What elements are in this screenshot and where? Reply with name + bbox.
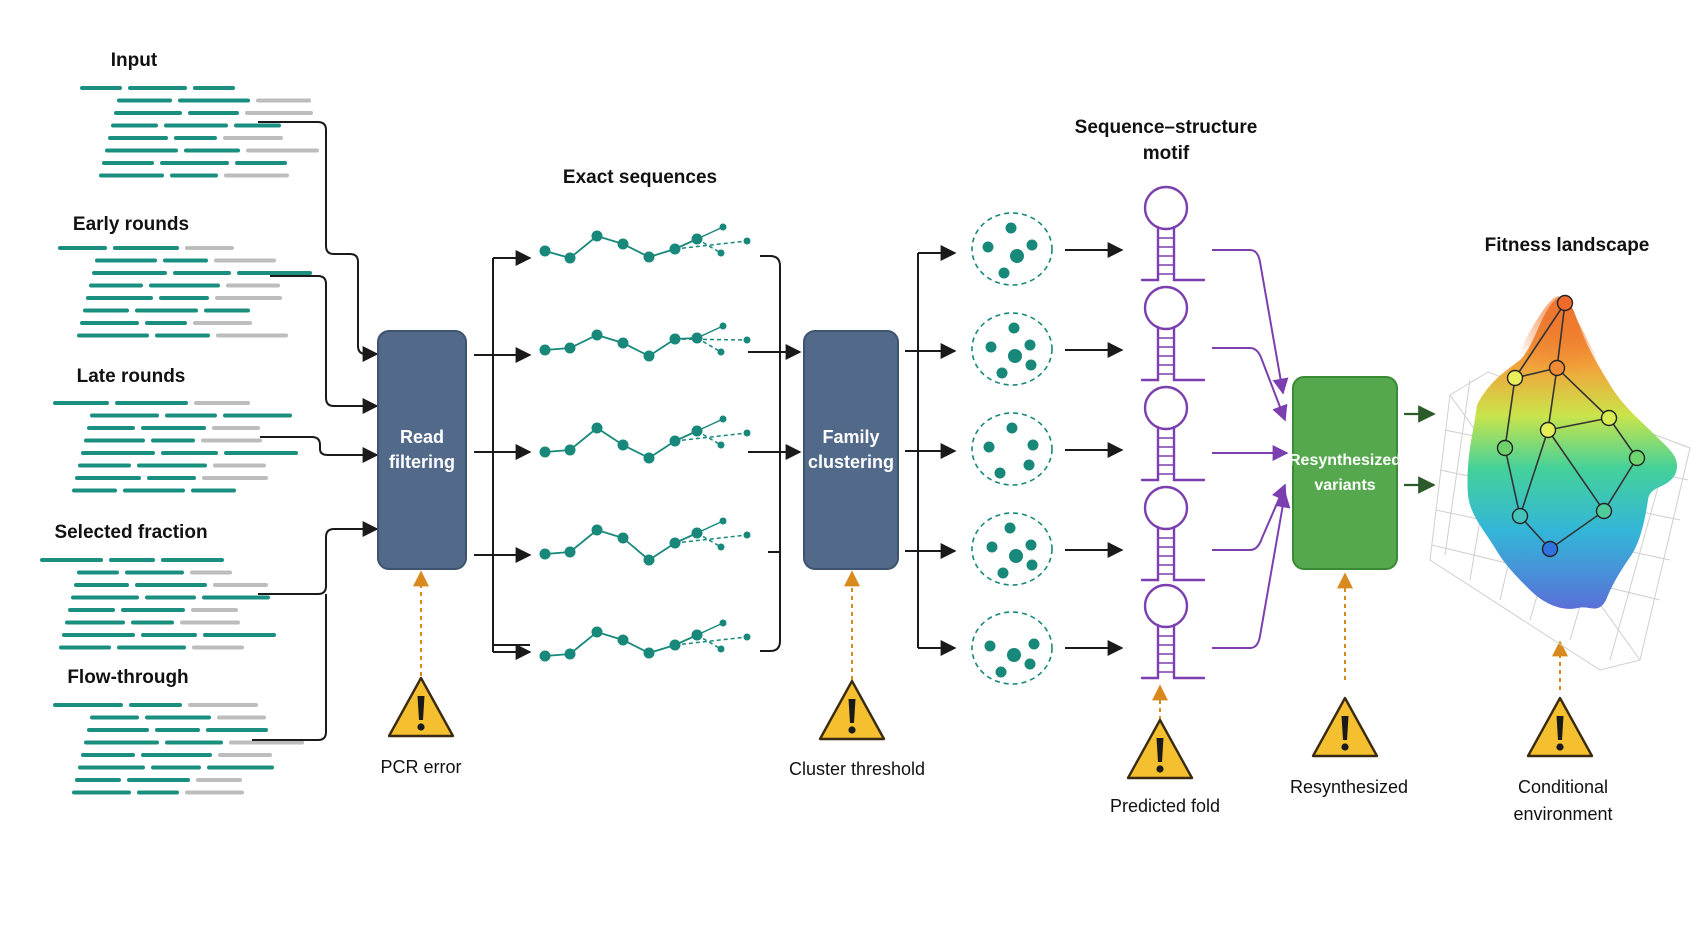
read-filtering-box: Read filtering [377, 330, 467, 570]
input-arrows [252, 121, 379, 741]
sequence-network-icon [539, 619, 751, 662]
seq-to-family-arrows [748, 255, 802, 652]
caution-predicted-fold: Predicted fold [1109, 796, 1221, 816]
exact-sequence-networks [539, 223, 751, 662]
filter-out-arrows [474, 250, 532, 660]
family-clusters [971, 212, 1053, 685]
heading-motif-line2: motif [1142, 143, 1190, 164]
sequence-network-icon [539, 223, 751, 264]
warning-icons [387, 676, 1594, 780]
read-lines-icon [53, 703, 304, 795]
warning-icon [1526, 696, 1594, 758]
motif-to-resyn-arrows [1212, 249, 1291, 649]
caution-cluster-threshold: Cluster threshold [788, 759, 926, 779]
warning-icon [1311, 696, 1379, 758]
family-clustering-line2: clustering [807, 452, 895, 472]
read-lines-icon [80, 86, 319, 178]
caution-conditional-line2: environment [1513, 804, 1613, 824]
cluster-to-motif-arrows [1065, 242, 1124, 656]
warning-icon [387, 676, 455, 738]
hairpin-icon [1140, 485, 1206, 582]
resyn-variants-line2: variants [1314, 477, 1376, 494]
sequence-network-icon [539, 322, 751, 362]
label-flow-through: Flow-through [67, 667, 189, 688]
label-late-rounds: Late rounds [76, 366, 186, 387]
family-clustering-box: Family clustering [803, 330, 899, 570]
family-clustering-line1: Family [822, 427, 880, 447]
cluster-icon [971, 212, 1053, 286]
read-lines-icon [58, 246, 312, 338]
hairpin-icon [1140, 185, 1206, 282]
motif-hairpins [1140, 185, 1206, 680]
heading-exact-sequences: Exact sequences [562, 167, 718, 188]
label-input: Input [110, 50, 158, 71]
cluster-icon [971, 611, 1053, 685]
resyn-out-arrows [1404, 405, 1436, 494]
warning-icon [818, 679, 886, 741]
cluster-icon [971, 512, 1053, 586]
fitness-landscape [1429, 294, 1691, 671]
hairpin-icon [1140, 583, 1206, 680]
hairpin-icon [1140, 385, 1206, 482]
read-lines-icon [53, 401, 298, 493]
resynthesized-variants-box: Resynthesized variants [1288, 376, 1402, 570]
warning-icon [1126, 718, 1194, 780]
heading-motif-line1: Sequence–structure [1074, 117, 1258, 138]
resyn-variants-line1: Resynthesized [1288, 452, 1402, 469]
label-selected-fraction: Selected fraction [54, 522, 208, 543]
caution-resynthesized: Resynthesized [1289, 777, 1409, 797]
hairpin-icon [1140, 285, 1206, 382]
label-early-rounds: Early rounds [72, 214, 190, 235]
read-lines-icon [40, 558, 276, 650]
caution-pcr-error: PCR error [380, 757, 462, 777]
read-filtering-line1: Read [399, 427, 444, 447]
caution-conditional-line1: Conditional [1517, 777, 1609, 797]
cluster-icon [971, 412, 1053, 486]
cluster-icon [971, 312, 1053, 386]
caution-arrows [413, 570, 1568, 720]
sequence-network-icon [539, 517, 751, 566]
heading-fitness-landscape: Fitness landscape [1484, 235, 1650, 256]
landscape-nodes [1496, 294, 1646, 558]
sequence-network-icon [539, 415, 751, 464]
read-filtering-line2: filtering [389, 452, 455, 472]
read-groups [40, 86, 319, 795]
family-out-arrows [905, 245, 957, 656]
